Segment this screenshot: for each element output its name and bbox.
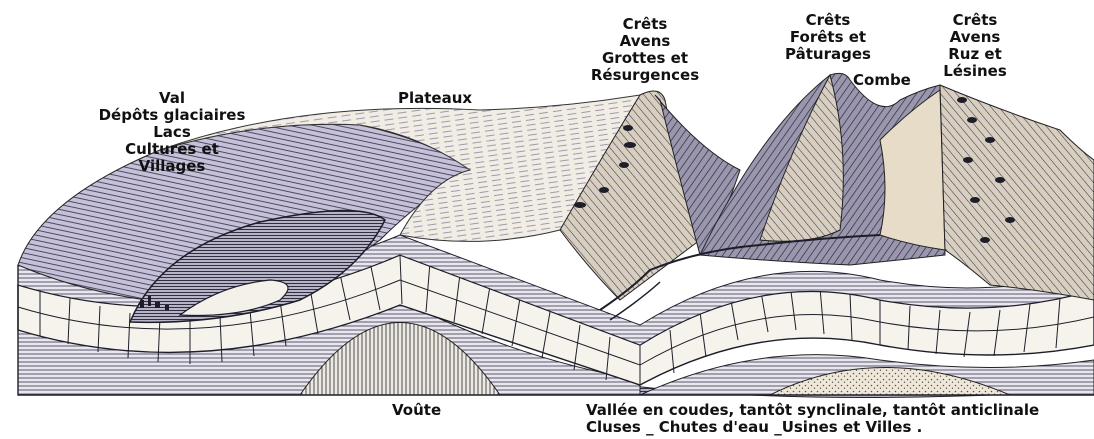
label-crets-forets-line-2: Forêts et [768, 29, 888, 46]
label-crets-ruz-line-3: Ruz et [942, 46, 1008, 63]
label-voute: Voûte [392, 402, 441, 419]
label-crets-ruz-line-1: Crêts [942, 12, 1008, 29]
label-crets-grottes-line-3: Grottes et [580, 50, 710, 67]
label-val-line-3: Lacs [92, 124, 252, 141]
label-combe: Combe [853, 72, 911, 89]
label-val: Val Dépôts glaciaires Lacs Cultures et V… [92, 90, 252, 175]
label-crets-grottes-line-1: Crêts [580, 16, 710, 33]
label-plateaux: Plateaux [398, 90, 472, 107]
label-val-line-1: Val [92, 90, 252, 107]
label-crets-forets-line-3: Pâturages [768, 46, 888, 63]
cret-ridge-3 [940, 85, 1094, 300]
label-crets-ruz-line-2: Avens [942, 29, 1008, 46]
label-crets-grottes-line-4: Résurgences [580, 67, 710, 84]
label-vallee-line-2: Cluses _ Chutes d'eau _Usines et Villes … [586, 419, 1039, 436]
label-val-line-4: Cultures et [92, 141, 252, 158]
label-crets-grottes-line-2: Avens [580, 33, 710, 50]
label-val-line-2: Dépôts glaciaires [92, 107, 252, 124]
label-crets-ruz-line-4: Lésines [942, 63, 1008, 80]
label-crets-grottes: Crêts Avens Grottes et Résurgences [580, 16, 710, 84]
label-vallee: Vallée en coudes, tantôt synclinale, tan… [586, 402, 1039, 436]
label-vallee-line-1: Vallée en coudes, tantôt synclinale, tan… [586, 402, 1039, 419]
label-val-line-5: Villages [92, 158, 252, 175]
label-crets-forets: Crêts Forêts et Pâturages [768, 12, 888, 63]
label-crets-forets-line-1: Crêts [768, 12, 888, 29]
label-crets-ruz: Crêts Avens Ruz et Lésines [942, 12, 1008, 80]
